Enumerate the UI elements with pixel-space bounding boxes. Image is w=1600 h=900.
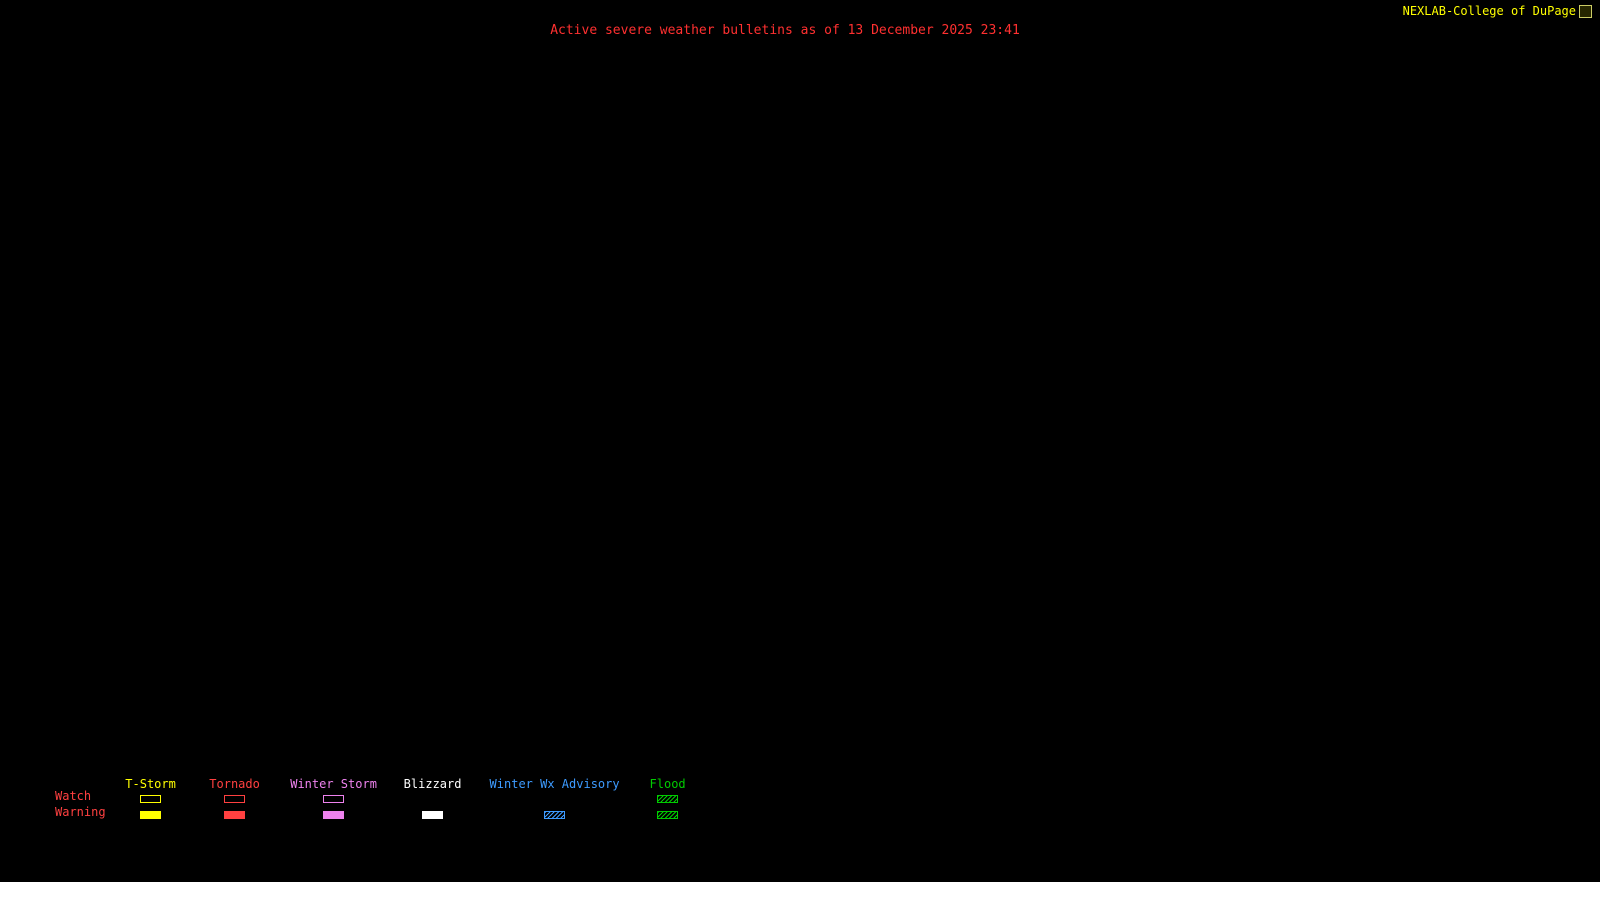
- brand-text: NEXLAB-College of DuPage: [1402, 4, 1576, 18]
- tornado-watch-swatch: [224, 795, 246, 803]
- legend-col-winter-storm: Winter Storm: [288, 777, 380, 823]
- legend-col-tstorm: T-Storm: [120, 777, 182, 823]
- legend-col-label: Tornado: [209, 777, 260, 791]
- legend-warning-label: Warning: [55, 805, 106, 819]
- legend-col-flood: Flood: [646, 777, 690, 823]
- tstorm-warning-swatch: [140, 811, 162, 819]
- tornado-warning-swatch: [224, 811, 246, 819]
- blizzard-warning-swatch: [422, 811, 444, 819]
- page-title: Active severe weather bulletins as of 13…: [550, 23, 1020, 38]
- legend-col-label: Flood: [649, 777, 686, 791]
- legend-col-winter-wx-advisory: Winter Wx Advisory: [486, 777, 624, 823]
- legend-col-blizzard: Blizzard: [402, 777, 464, 823]
- legend: Watch Warning T-Storm Tornado Winter Sto…: [55, 777, 712, 823]
- bottom-strip: [0, 882, 1600, 900]
- winter-storm-warning-swatch: [323, 811, 345, 819]
- legend-col-label: T-Storm: [125, 777, 176, 791]
- legend-watch-label: Watch: [55, 789, 92, 803]
- winter-storm-watch-swatch: [323, 795, 345, 803]
- legend-col-label: Winter Wx Advisory: [489, 777, 620, 791]
- flood-warning-swatch: [657, 811, 679, 819]
- legend-col-tornado: Tornado: [204, 777, 266, 823]
- legend-col-label: Blizzard: [403, 777, 462, 791]
- legend-row-labels: Watch Warning: [55, 788, 106, 820]
- brand-logo-icon: [1579, 5, 1592, 18]
- winter-wx-advisory-warning-swatch: [544, 811, 566, 819]
- legend-col-label: Winter Storm: [290, 777, 377, 791]
- tstorm-watch-swatch: [140, 795, 162, 803]
- flood-watch-swatch: [657, 795, 679, 803]
